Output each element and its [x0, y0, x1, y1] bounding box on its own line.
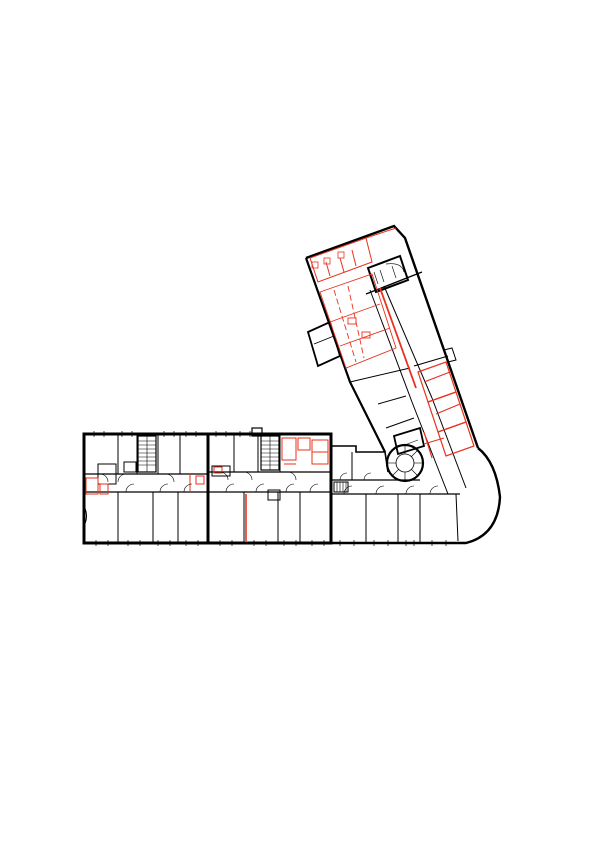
- proposed-side-rooms: [417, 361, 475, 457]
- corner-wing-outer-wall: [331, 447, 502, 545]
- north-east-cross-wall: [365, 271, 423, 295]
- spiral-stair: [385, 443, 425, 483]
- north-east-window-bay: [443, 347, 457, 363]
- proposed-fixture: [195, 475, 205, 485]
- corner-wing: [331, 443, 502, 545]
- proposed-fixture: [323, 257, 331, 265]
- north-east-inner-wall: [431, 397, 467, 489]
- proposed-sanitary-block: [281, 437, 297, 461]
- corner-landing-stair: [333, 481, 349, 493]
- north-east-corridor-wall: [383, 285, 433, 399]
- proposed-partition: [351, 249, 357, 267]
- proposed-partition: [309, 237, 373, 283]
- middle-wing-proposed: [213, 437, 329, 541]
- north-east-wing-outer-wall: [305, 224, 480, 449]
- proposed-wc: [85, 477, 99, 495]
- north-east-wing: [304, 224, 480, 495]
- corner-wing-north-wall: [331, 445, 389, 473]
- north-east-cross-wall: [349, 367, 411, 383]
- door-swings: [99, 471, 439, 495]
- west-wing-outer-wall: [82, 432, 210, 545]
- west-end-bay: [83, 505, 87, 527]
- middle-shaft: [267, 489, 281, 501]
- proposed-wc: [99, 483, 109, 495]
- middle-stair-head: [251, 427, 263, 437]
- middle-service-room: [211, 465, 231, 477]
- north-east-inner-wall: [411, 401, 449, 495]
- west-service-room: [123, 461, 137, 473]
- west-wing-proposed: [85, 474, 205, 495]
- north-east-corridor-wall: [369, 289, 413, 403]
- proposed-fixture: [311, 261, 319, 269]
- middle-wing: [208, 427, 333, 545]
- north-east-annex: [313, 335, 335, 345]
- north-east-wing-proposed: [309, 227, 475, 459]
- middle-stair: [260, 435, 280, 471]
- proposed-fixture: [337, 251, 345, 259]
- window-marks: [93, 431, 447, 546]
- proposed-room-grid: [319, 273, 397, 369]
- west-stair: [137, 435, 157, 473]
- proposed-sanitary-block: [297, 437, 311, 451]
- middle-wing-outer-wall: [208, 432, 333, 545]
- north-east-cross-wall: [413, 355, 449, 367]
- west-wing: [82, 432, 210, 545]
- proposed-partition: [339, 257, 345, 273]
- north-east-room-divider: [377, 395, 407, 405]
- north-east-room-divider: [385, 417, 415, 429]
- north-stair: [366, 254, 410, 294]
- north-east-stair-tower: [392, 426, 426, 456]
- proposed-partition: [365, 227, 397, 239]
- proposed-corridor-wall: [379, 287, 417, 389]
- corner-room-divider: [455, 493, 459, 542]
- north-east-annex: [306, 320, 342, 368]
- proposed-fixture: [213, 466, 223, 474]
- proposed-partition: [423, 431, 433, 459]
- proposed-partition: [423, 437, 445, 445]
- north-east-wing-west-wall: [304, 257, 386, 453]
